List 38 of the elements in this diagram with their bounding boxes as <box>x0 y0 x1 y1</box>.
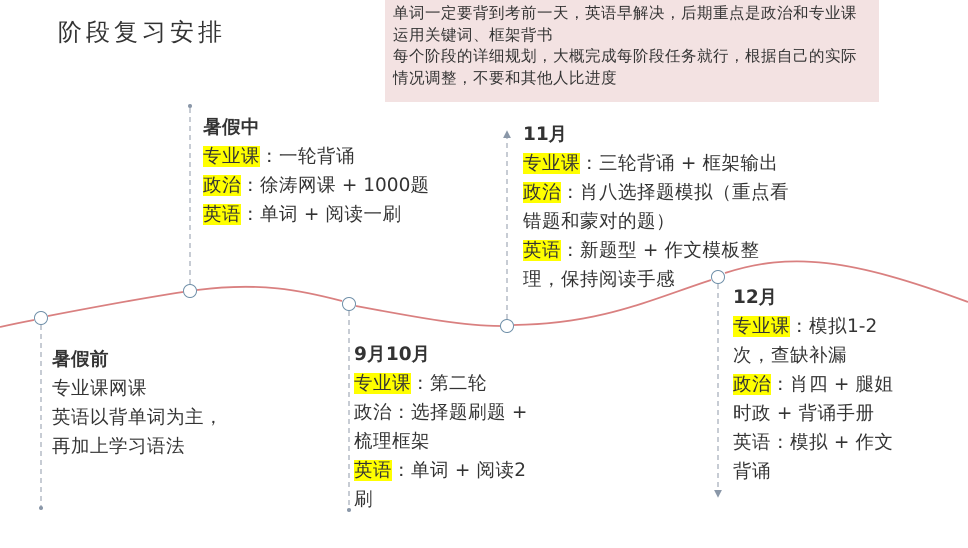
plan-text: 英语：模拟 + 作文背诵 <box>733 431 894 484</box>
plan-text: 专业课网课 <box>52 377 148 401</box>
note-box <box>385 0 879 102</box>
plan-text: 英语：单词 + 阅读2刷 <box>354 459 528 512</box>
dashed-line <box>503 130 511 319</box>
note-text: 单词一定要背到考前一天，英语早解决，后期重点是政治和专业课 <box>393 3 858 24</box>
timeline-curve <box>0 319 34 328</box>
timeline-curve <box>514 279 712 326</box>
plan-text: 政治：肖四 + 腿姐时政 + 背诵手册 <box>733 373 894 426</box>
timeline-dot <box>34 311 48 325</box>
plan-text: 政治：徐涛网课 + 1000题 <box>203 174 430 198</box>
plan-text: 专业课：一轮背诵 <box>203 145 356 169</box>
diagram-title: 阶段复习安排 <box>58 17 226 48</box>
timeline-curve <box>356 305 500 327</box>
stage-heading: 暑假中 <box>203 116 260 140</box>
timeline-curve <box>196 286 342 302</box>
dashed-line <box>347 311 351 512</box>
stage-heading: 暑假前 <box>52 348 109 372</box>
note-text: 运用关键词、框架背书 <box>393 24 554 46</box>
dashed-line <box>39 325 43 510</box>
dashed-line <box>714 284 722 498</box>
plan-text: 专业课：第二轮 <box>354 372 488 396</box>
plan-text: 英语以背单词为主，再加上学习语法 <box>52 406 224 459</box>
timeline-dot <box>711 270 725 284</box>
dashed-line <box>188 104 192 284</box>
plan-text: 专业课：模拟1-2次，查缺补漏 <box>733 315 878 368</box>
timeline-dot <box>342 297 356 311</box>
plan-text: 英语：单词 + 阅读一刷 <box>203 203 402 227</box>
timeline-curve <box>48 291 184 317</box>
timeline-dot <box>183 284 197 298</box>
plan-text: 政治：肖八选择题模拟（重点看错题和蒙对的题） <box>523 181 790 234</box>
plan-text: 专业课：三轮背诵 + 框架输出 <box>523 152 780 176</box>
stage-heading: 11月 <box>523 123 568 147</box>
note-text: 每个阶段的详细规划，大概完成每阶段任务就行，根据自己的实际情况调整，不要和其他人比进度 <box>393 46 858 88</box>
timeline-dot <box>500 319 514 333</box>
timeline-curve <box>724 260 968 303</box>
stage-heading: 9月10月 <box>354 343 431 367</box>
plan-text: 政治：选择题刷题 + 梳理框架 <box>354 401 528 454</box>
